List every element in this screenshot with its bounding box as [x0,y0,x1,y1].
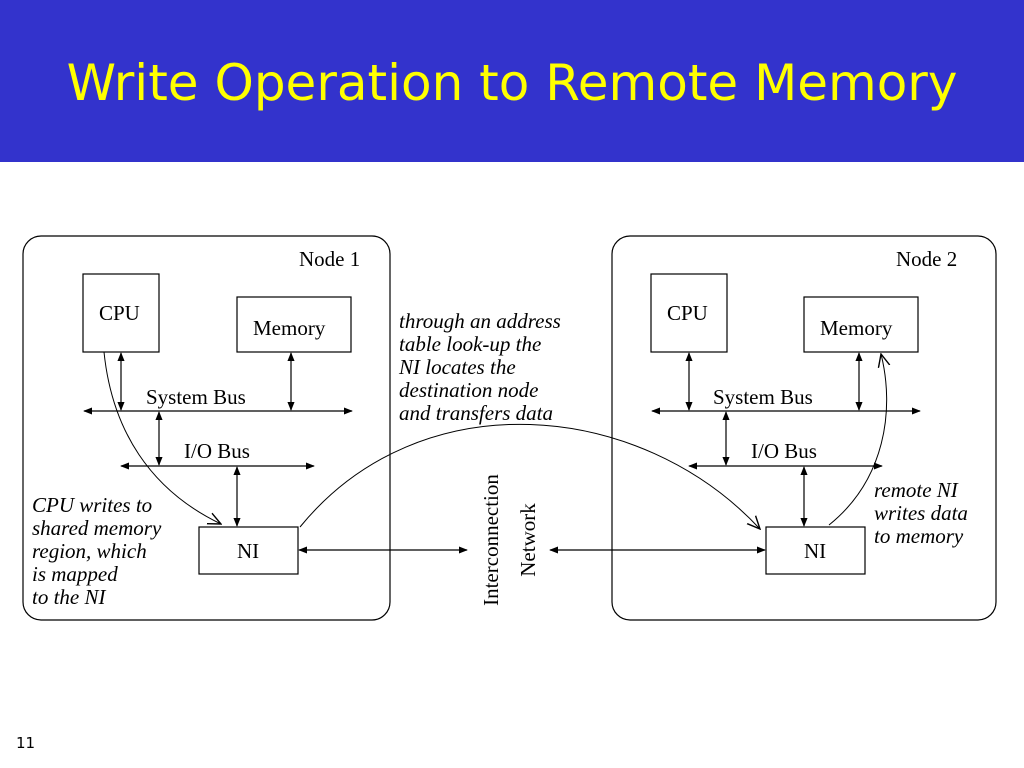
page-title: Write Operation to Remote Memory [66,54,958,112]
ni-to-remote-ni-curve [299,423,760,529]
slide-number: 11 [16,734,36,752]
node2-cpu-box [650,273,728,353]
node1-system-bus-label: System Bus [146,385,246,409]
node1-label: Node 1 [299,247,360,271]
address-lookup-note-line2: table look-up the [399,332,541,356]
address-lookup-note-line1: through an address [399,309,561,333]
node2-ni-box [765,526,866,575]
cpu-writes-note-line4: is mapped [32,562,118,586]
address-lookup-note-line4: destination node [399,378,538,402]
node2-ni-to-memory-curve [828,354,887,526]
node2-io-bus-label: I/O Bus [751,439,817,463]
node1-memory-box [236,296,352,353]
node1-ni-box [198,526,299,575]
remote-ni-note-line3: to memory [874,524,964,548]
network-label-line1: Interconnection [479,474,503,606]
cpu-writes-note-line2: shared memory [32,516,162,540]
remote-ni-note-line2: writes data [874,501,968,525]
node1-cpu-box [82,273,160,353]
address-lookup-note-line5: and transfers data [399,401,553,425]
node1-cpu-to-ni-curve [103,351,221,524]
node2-cpu-label: CPU [667,301,708,325]
cpu-writes-note-line3: region, which [32,539,147,563]
node2-memory-label: Memory [820,316,893,340]
node2-system-bus-label: System Bus [713,385,813,409]
cpu-writes-note-line5: to the NI [32,585,106,609]
node1-cpu-label: CPU [99,301,140,325]
address-lookup-note-line3: NI locates the [398,355,516,379]
node1-io-bus-label: I/O Bus [184,439,250,463]
network-label-line2: Network [516,503,540,577]
cpu-writes-note-line1: CPU writes to [32,493,152,517]
node2-ni-label: NI [804,539,826,563]
node1-ni-label: NI [237,539,259,563]
node2-memory-box [803,296,919,353]
title-bar [0,0,1024,162]
node2-label: Node 2 [896,247,957,271]
node1-frame [22,235,391,621]
node1-memory-label: Memory [253,316,326,340]
remote-ni-note-line1: remote NI [874,478,959,502]
node2-frame [611,235,997,621]
